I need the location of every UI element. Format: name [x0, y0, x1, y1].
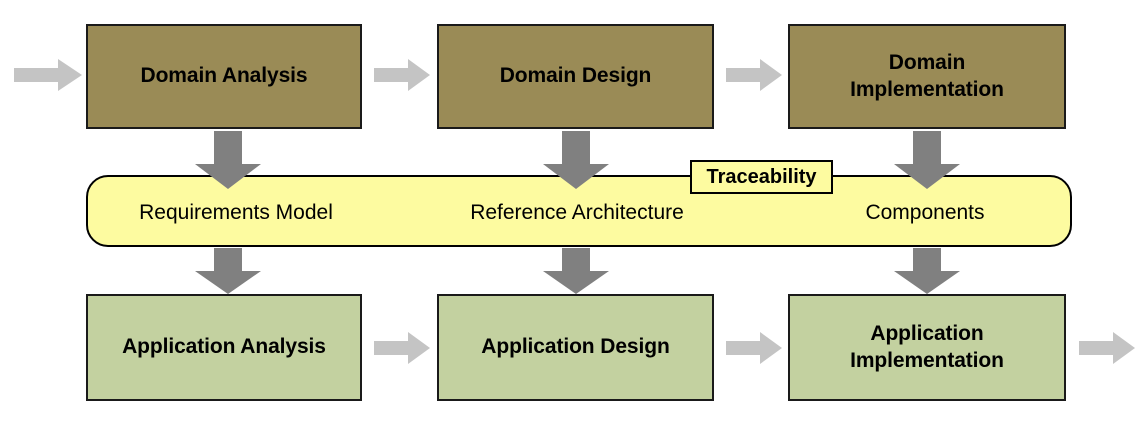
flow-arrow-application-analysis-to-design	[374, 331, 430, 365]
flow-arrow-application-design-to-implementation	[726, 331, 782, 365]
box-label: Application Analysis	[122, 335, 326, 359]
box-domain-design[interactable]: Domain Design	[437, 24, 714, 129]
box-application-analysis[interactable]: Application Analysis	[86, 294, 362, 401]
down-arrow-analysis-to-requirements	[195, 131, 261, 189]
box-domain-analysis[interactable]: Domain Analysis	[86, 24, 362, 129]
flow-arrow-domain-analysis-to-design	[374, 58, 430, 92]
asset-reference-architecture: Reference Architecture	[470, 201, 684, 224]
box-label: Domain Design	[499, 64, 652, 88]
down-arrow-components-to-application-implementation	[894, 248, 960, 294]
flow-arrow-domain-design-to-implementation	[726, 58, 782, 92]
box-label: Application Implementation	[850, 322, 1004, 372]
traceability-label: Traceability	[706, 165, 817, 188]
down-arrow-design-to-architecture	[543, 131, 609, 189]
down-arrow-implementation-to-components	[894, 131, 960, 189]
asset-components: Components	[865, 201, 985, 224]
box-label: Domain Analysis	[140, 64, 308, 88]
down-arrow-architecture-to-application-design	[543, 248, 609, 294]
box-domain-implementation[interactable]: Domain Implementation	[788, 24, 1066, 129]
down-arrow-requirements-to-application-analysis	[195, 248, 261, 294]
box-label: Domain Implementation	[850, 51, 1004, 101]
box-label: Application Design	[481, 335, 670, 359]
inbound-flow-arrow	[14, 58, 82, 92]
asset-requirements-model: Requirements Model	[139, 201, 333, 224]
box-application-design[interactable]: Application Design	[437, 294, 714, 401]
outbound-flow-arrow	[1079, 331, 1135, 365]
box-application-implementation[interactable]: Application Implementation	[788, 294, 1066, 401]
traceability-label-box[interactable]: Traceability	[690, 160, 833, 194]
